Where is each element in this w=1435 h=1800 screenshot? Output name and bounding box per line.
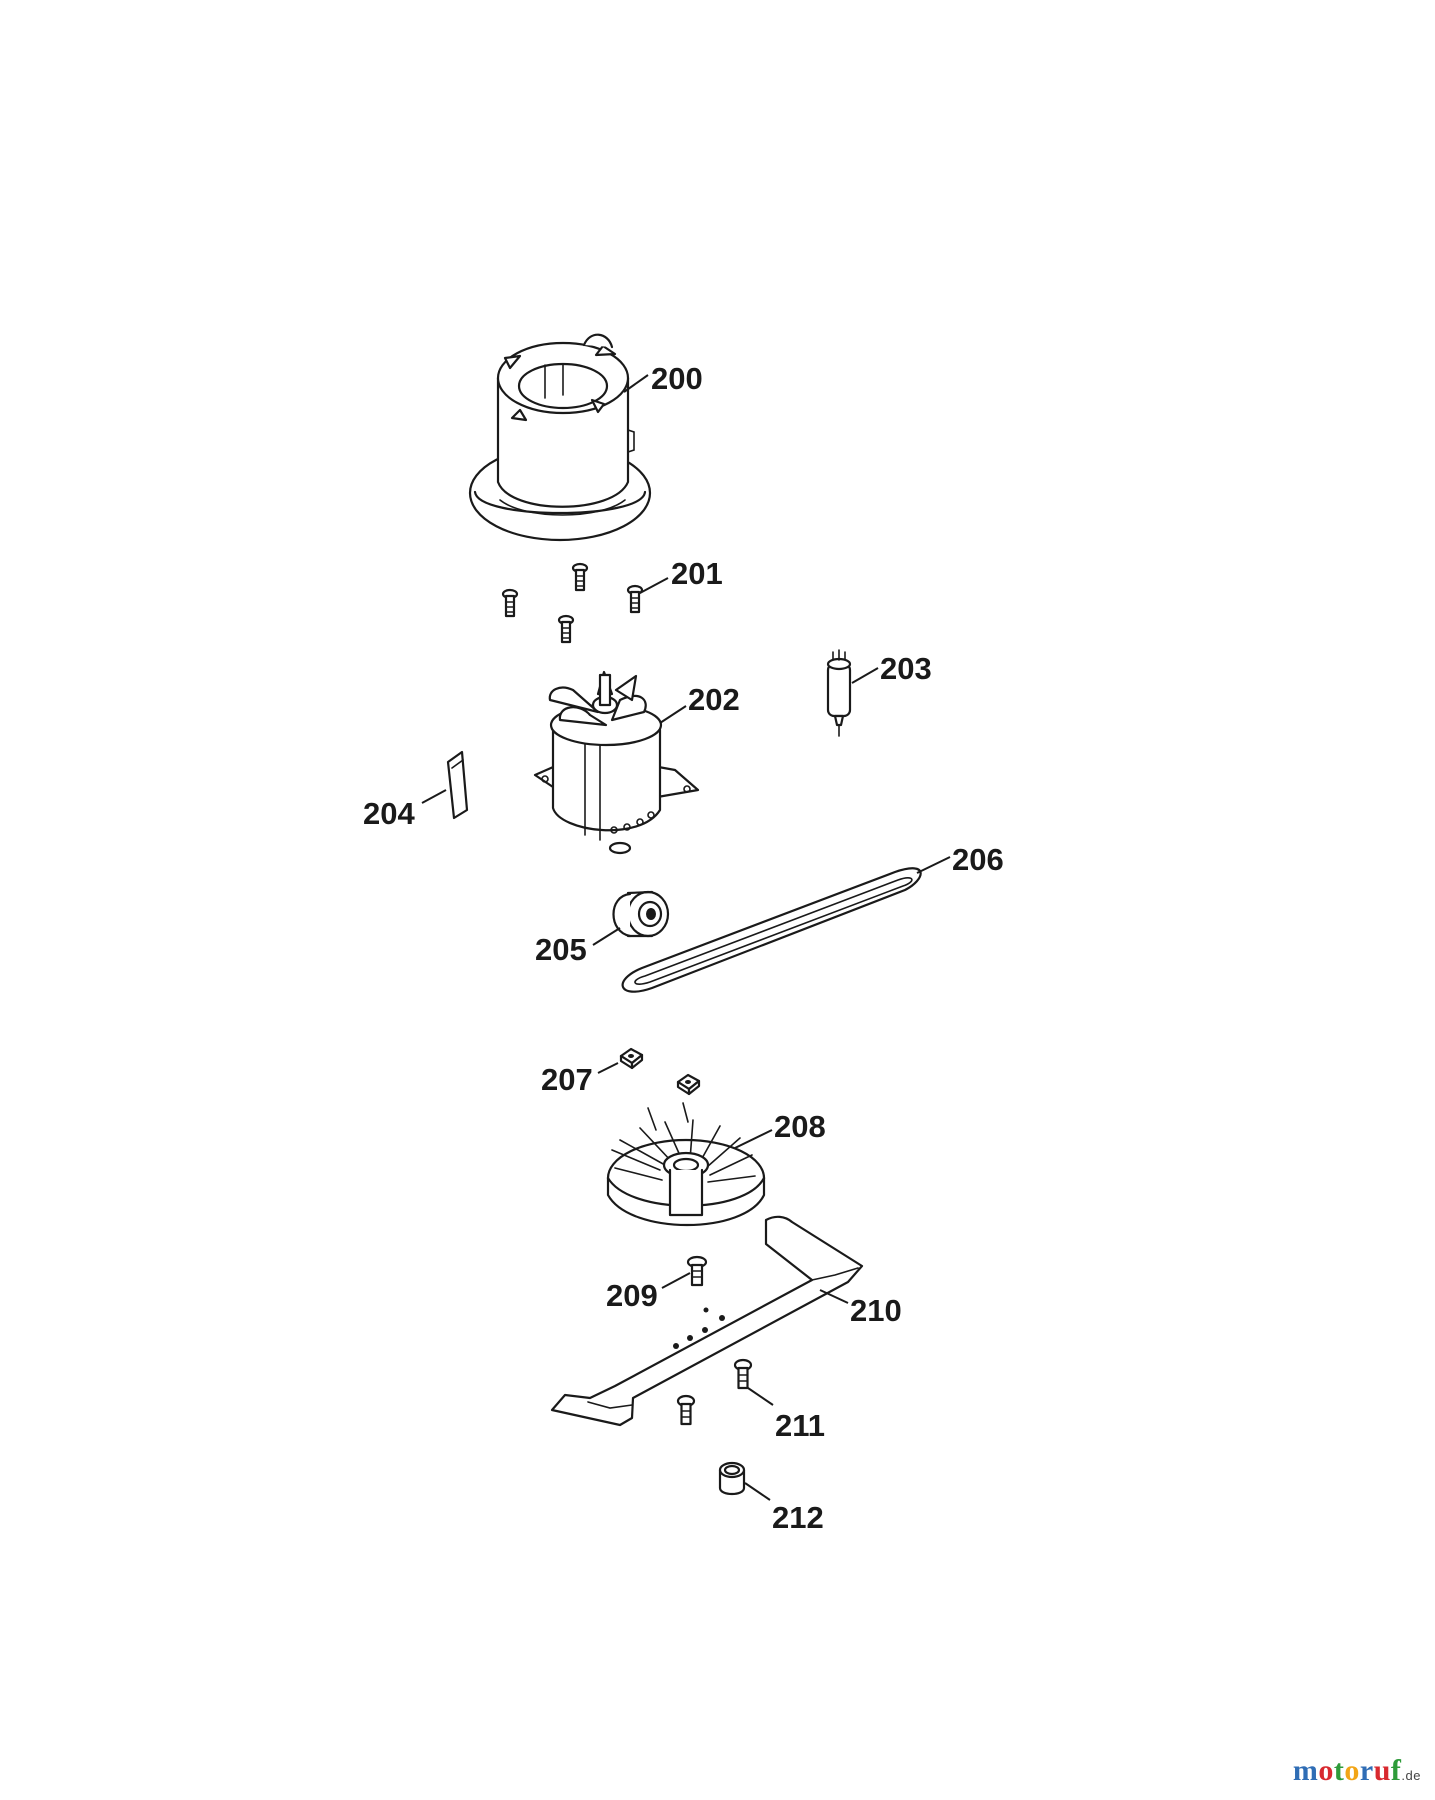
watermark-letter: u [1373,1754,1391,1787]
watermark-tld: .de [1401,1768,1421,1783]
watermark-letter: f [1390,1754,1402,1787]
part-208-fan[interactable] [606,1102,766,1226]
part-209-screw[interactable] [686,1255,708,1287]
part-206-belt[interactable] [621,867,922,993]
watermark-letter: r [1359,1754,1374,1787]
part-204-plate[interactable] [446,750,469,820]
part-207-nuts[interactable] [619,1047,701,1096]
part-label-211: 211 [775,1408,825,1443]
part-label-206: 206 [952,842,1004,877]
part-label-203: 203 [880,651,932,686]
part-205-bearing[interactable] [612,890,670,938]
part-label-202: 202 [688,682,740,717]
part-203-capacitor[interactable] [826,649,852,737]
part-212-bushing[interactable] [718,1461,746,1496]
part-label-205: 205 [535,932,587,967]
part-label-200: 200 [651,361,703,396]
part-label-204: 204 [363,796,415,831]
part-210-blade[interactable] [550,1215,864,1427]
watermark-letter: o [1344,1754,1360,1787]
part-200-housing-cover[interactable] [468,333,652,542]
part-label-201: 201 [671,556,723,591]
watermark-letter: m [1292,1754,1319,1787]
part-202-motor[interactable] [533,670,700,855]
watermark-letter: t [1333,1754,1345,1787]
part-201-screws[interactable] [501,562,644,644]
part-label-209: 209 [606,1278,658,1313]
watermark-logo: motoruf.de [1293,1754,1421,1788]
part-label-207: 207 [541,1062,593,1097]
watermark-letter: o [1318,1754,1334,1787]
part-label-208: 208 [774,1109,826,1144]
part-211-screws[interactable] [676,1358,753,1426]
part-label-210: 210 [850,1293,902,1328]
part-label-212: 212 [772,1500,824,1535]
